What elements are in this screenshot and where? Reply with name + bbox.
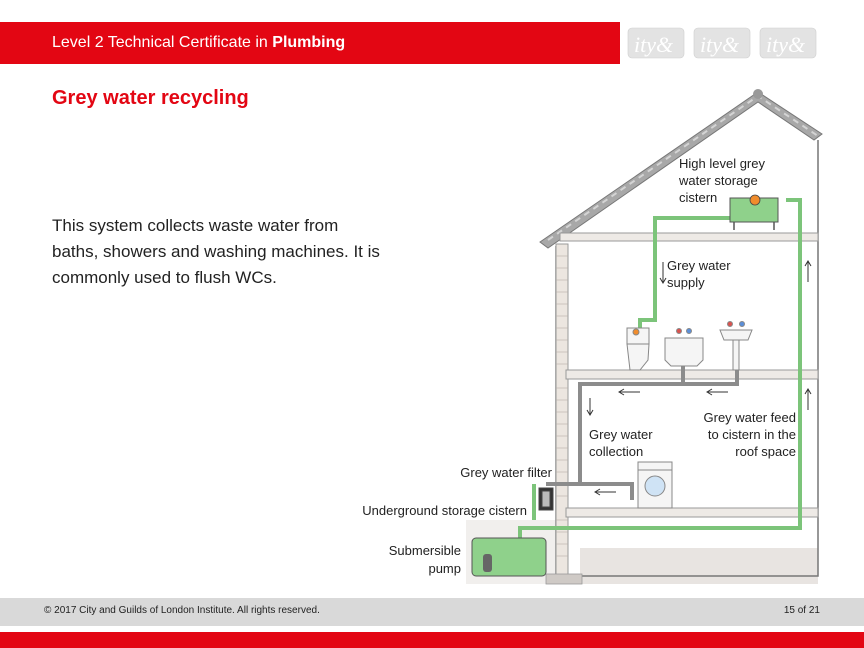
grey-water-diagram: High level grey water storage cistern Gr… (362, 89, 823, 585)
body-line-3: commonly used to flush WCs. (52, 268, 277, 287)
bottom-bar (0, 632, 864, 648)
label-supply-1: Grey water (667, 258, 731, 273)
submersible-pump (483, 554, 492, 572)
loft-floor (559, 232, 819, 242)
header-bar (0, 22, 620, 64)
label-supply-2: supply (667, 275, 705, 290)
page-number: 15 of 21 (783, 605, 820, 616)
header-title: Level 2 Technical Certificate in Plumbin… (52, 34, 345, 52)
label-cistern-3: cistern (679, 190, 717, 205)
label-pump-1: Submersible (389, 543, 461, 558)
green-feed-pipes (518, 198, 802, 540)
footer-bar (0, 598, 864, 626)
label-feed-3: roof space (735, 444, 796, 459)
body-line-1: This system collects waste water from (52, 216, 339, 235)
body-text: This system collects waste water from ba… (52, 213, 432, 291)
bath-icon (664, 328, 704, 367)
foundation (545, 573, 583, 585)
basin-icon (719, 321, 753, 371)
label-pump-2: pump (428, 561, 461, 576)
body-line-2: baths, showers and washing machines. It … (52, 242, 380, 261)
label-collection-1: Grey water (589, 427, 653, 442)
header-title-prefix: Level 2 Technical Certificate in (52, 34, 273, 51)
float-valve (749, 194, 761, 206)
label-cistern-1: High level grey (679, 156, 765, 171)
svg-text:ity&: ity& (766, 32, 806, 57)
first-floor (565, 369, 819, 380)
city-and-guilds-logo: ity& ity& ity& (627, 27, 817, 59)
wc-icon (626, 327, 650, 371)
ground (580, 548, 818, 584)
label-feed-1: Grey water feed (704, 410, 797, 425)
label-cistern-2: water storage (678, 173, 758, 188)
label-filter: Grey water filter (460, 465, 552, 480)
label-feed-2: to cistern in the (708, 427, 796, 442)
footer-copyright: © 2017 City and Guilds of London Institu… (44, 605, 320, 616)
flow-arrows (586, 260, 812, 496)
roof-ridge (753, 89, 763, 99)
header-title-bold: Plumbing (272, 34, 346, 51)
grey-water-filter (538, 487, 554, 511)
label-collection-2: collection (589, 444, 643, 459)
label-underground: Underground storage cistern (362, 503, 527, 518)
ground-floor (565, 507, 819, 518)
svg-text:ity&: ity& (700, 32, 740, 57)
slide-title: Grey water recycling (52, 87, 249, 109)
washing-machine-icon (637, 461, 673, 509)
svg-text:ity&: ity& (634, 32, 674, 57)
